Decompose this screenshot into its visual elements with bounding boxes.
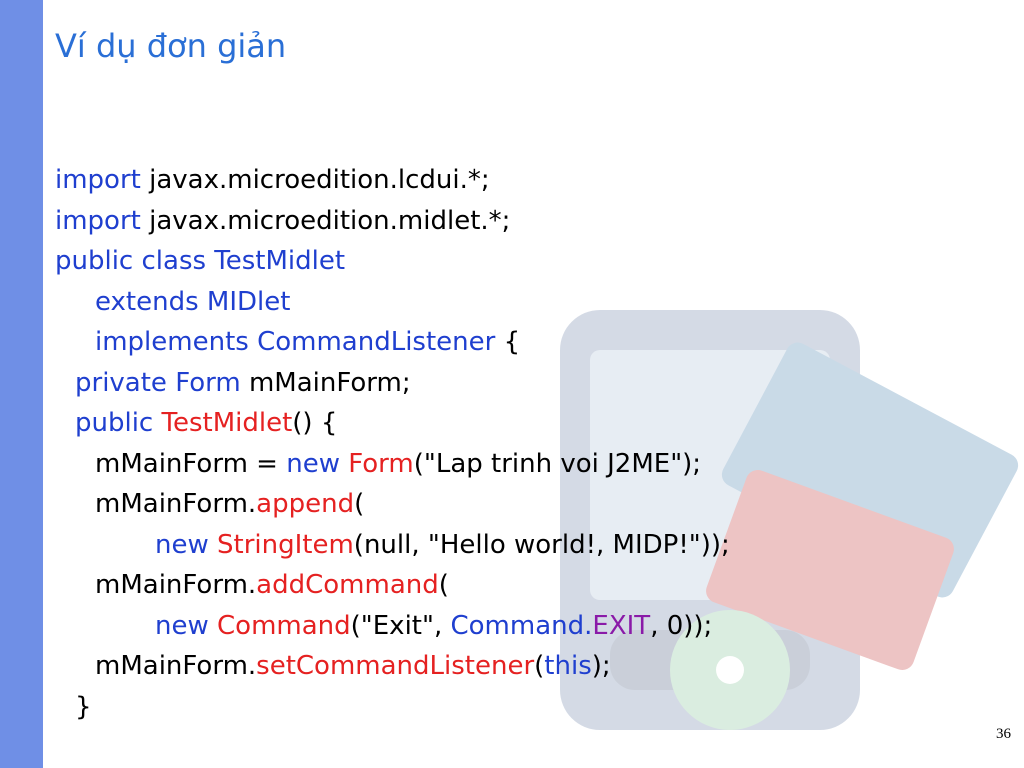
code-constant: EXIT bbox=[592, 610, 651, 641]
code-text: , 0)); bbox=[650, 610, 713, 641]
code-keyword: this bbox=[544, 651, 592, 681]
left-accent-bar bbox=[0, 0, 43, 768]
code-method-name: TestMidlet bbox=[161, 408, 293, 438]
code-keyword: new bbox=[286, 448, 340, 479]
code-keyword: Command. bbox=[450, 610, 593, 641]
code-text: mMainForm. bbox=[95, 570, 257, 600]
code-line: import javax.microedition.midlet.*; bbox=[55, 201, 730, 242]
code-text: ("Exit", bbox=[350, 610, 451, 641]
code-text: ( bbox=[354, 489, 365, 519]
code-keyword: import bbox=[55, 205, 141, 236]
code-keyword: public class TestMidlet bbox=[55, 246, 346, 276]
code-method-name: StringItem bbox=[217, 529, 354, 560]
code-text: mMainForm. bbox=[95, 651, 257, 681]
smart-card-shape bbox=[706, 342, 1019, 671]
code-text: mMainForm = bbox=[95, 448, 287, 479]
code-keyword: public bbox=[75, 408, 154, 438]
code-text bbox=[209, 530, 217, 560]
cd-disc-shape bbox=[670, 610, 790, 730]
code-line: new Command("Exit", Command.EXIT, 0)); bbox=[55, 606, 730, 647]
code-text: { bbox=[495, 327, 521, 357]
code-block: import javax.microedition.lcdui.*;import… bbox=[55, 160, 730, 727]
background-pda-illustration bbox=[560, 310, 1019, 730]
code-method-name: append bbox=[256, 489, 355, 519]
code-line: } bbox=[55, 687, 730, 728]
code-text: javax.microedition.lcdui.*; bbox=[140, 165, 490, 195]
code-line: implements CommandListener { bbox=[55, 322, 730, 363]
code-keyword: new bbox=[155, 529, 209, 560]
code-keyword: new bbox=[155, 610, 209, 641]
code-line: mMainForm = new Form("Lap trinh voi J2ME… bbox=[55, 444, 730, 485]
code-line: mMainForm.addCommand( bbox=[55, 565, 730, 606]
code-line: mMainForm.setCommandListener(this); bbox=[55, 646, 730, 687]
code-method-name: setCommandListener bbox=[256, 651, 535, 681]
code-text bbox=[153, 408, 161, 438]
code-keyword: implements CommandListener bbox=[95, 327, 496, 357]
code-text: mMainForm; bbox=[240, 367, 411, 398]
code-method-name: Form bbox=[348, 448, 414, 479]
code-line: public TestMidlet() { bbox=[55, 403, 730, 444]
code-method-name: addCommand bbox=[256, 570, 439, 600]
code-text: mMainForm. bbox=[95, 489, 257, 519]
code-keyword: private Form bbox=[75, 367, 241, 398]
code-text: javax.microedition.midlet.*; bbox=[140, 205, 511, 236]
code-line: import javax.microedition.lcdui.*; bbox=[55, 160, 730, 201]
code-text: } bbox=[75, 691, 92, 722]
code-text: ); bbox=[591, 651, 611, 681]
code-text bbox=[340, 449, 348, 479]
pda-device-shape bbox=[560, 310, 860, 730]
code-text bbox=[209, 611, 217, 641]
code-line: public class TestMidlet bbox=[55, 241, 730, 282]
code-text: ( bbox=[438, 570, 449, 600]
code-text: ("Lap trinh voi J2ME"); bbox=[413, 448, 702, 479]
code-line: extends MIDlet bbox=[55, 282, 730, 323]
code-keyword: import bbox=[55, 165, 141, 195]
code-text: () { bbox=[292, 408, 338, 438]
code-line: mMainForm.append( bbox=[55, 484, 730, 525]
page-number: 36 bbox=[996, 726, 1011, 742]
code-line: new StringItem(null, "Hello world!, MIDP… bbox=[55, 525, 730, 566]
code-line: private Form mMainForm; bbox=[55, 363, 730, 404]
code-method-name: Command bbox=[217, 610, 351, 641]
code-text: ( bbox=[534, 651, 545, 681]
code-keyword: extends MIDlet bbox=[95, 286, 291, 317]
code-text: (null, "Hello world!, MIDP!")); bbox=[353, 529, 730, 560]
slide-title: Ví dụ đơn giản bbox=[55, 27, 287, 65]
